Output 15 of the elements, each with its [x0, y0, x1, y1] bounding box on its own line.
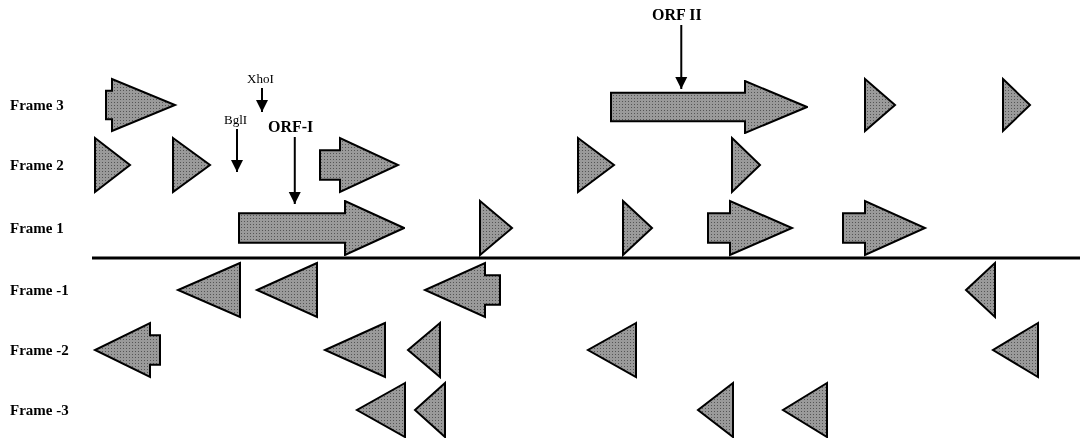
orf-label: ORF-I — [268, 118, 314, 135]
pointer-arrow — [231, 128, 243, 173]
orf-arrow — [238, 200, 405, 256]
pointer-arrow — [675, 24, 688, 90]
frame-label: Frame -3 — [10, 402, 69, 418]
restriction-site-label: XhoI — [247, 72, 274, 86]
restriction-site-label: BglI — [224, 113, 248, 127]
frame-label: Frame -2 — [10, 342, 69, 358]
frame-label: Frame 2 — [10, 157, 64, 173]
frame-label: Frame 1 — [10, 220, 64, 236]
frame-label: Frame 3 — [10, 97, 64, 113]
orf-label: ORF II — [652, 6, 702, 23]
pointer-arrow — [288, 136, 301, 205]
frame-label: Frame -1 — [10, 282, 69, 298]
pointer-arrow — [256, 87, 268, 113]
